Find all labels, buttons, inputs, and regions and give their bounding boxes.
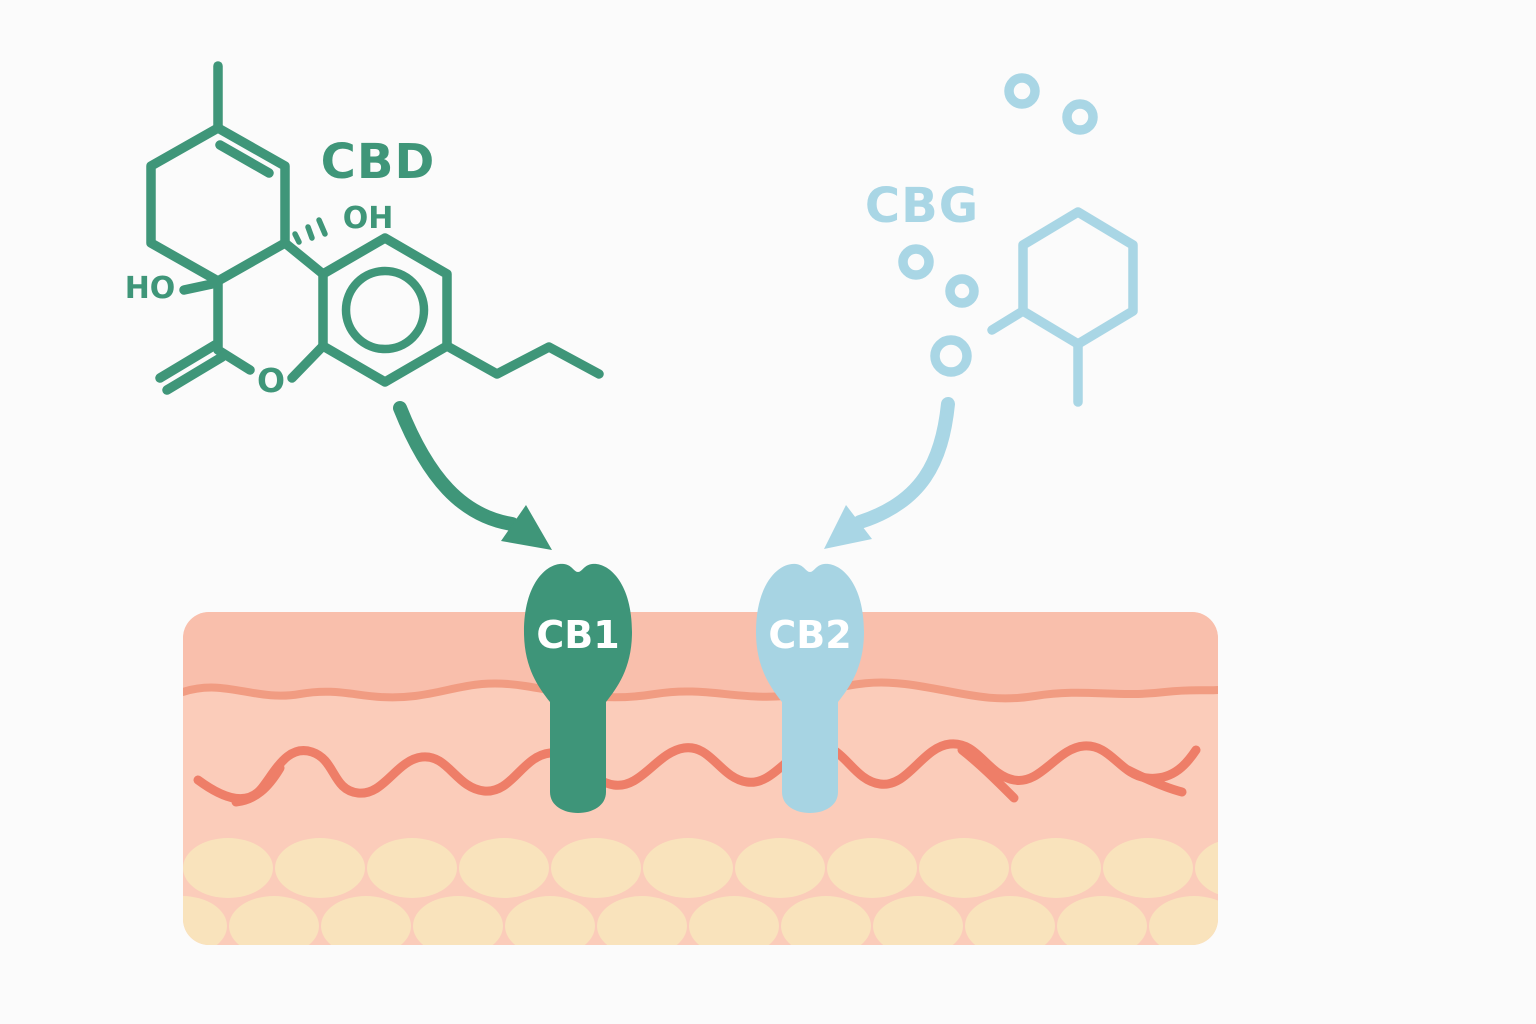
fat-cell [781, 896, 871, 945]
cbg-side-bond [987, 306, 1028, 335]
cbd-methylene-bond [162, 352, 227, 395]
fat-cell [827, 838, 917, 898]
fat-cells-layer [183, 838, 1218, 945]
cbd-central-ring [280, 238, 328, 279]
fat-cell [965, 896, 1055, 945]
cbg-arrow-curve [853, 397, 955, 529]
fat-cell [321, 896, 411, 945]
cbd-to-cb1-arrow [393, 401, 552, 550]
cbd-oh-hash [316, 217, 328, 237]
cb1-receptor: CB1 [524, 563, 632, 813]
fat-cell [1195, 838, 1218, 898]
fat-cell [505, 896, 595, 945]
fat-cell [1011, 838, 1101, 898]
cbg-arrowhead [824, 505, 872, 549]
fat-cell [689, 896, 779, 945]
fat-cell [597, 896, 687, 945]
cbg-bubble [930, 335, 972, 377]
cbg-bubble [898, 244, 934, 280]
fat-cell [413, 896, 503, 945]
cbd-title: CBD [321, 134, 436, 190]
cbg-molecule: CBG [865, 73, 1138, 407]
cbg-bubble [1062, 99, 1098, 135]
fat-cell [873, 896, 963, 945]
cb1-receptor-label: CB1 [536, 613, 619, 657]
cbd-arrowhead [501, 505, 552, 550]
cb1-receptor-shape [524, 563, 632, 813]
fat-cell [919, 838, 1009, 898]
fat-cell [229, 896, 319, 945]
fat-cell [1149, 896, 1218, 945]
blood-vessel [193, 739, 1201, 807]
cbd-methylene-bond [155, 340, 220, 383]
blood-vessel-main [193, 739, 1201, 804]
cbd-propyl-chain [442, 341, 604, 379]
fat-cell [1057, 896, 1147, 945]
cbd-double-bond [215, 140, 274, 178]
cbd-central-ring [213, 276, 255, 375]
cbg-title: CBG [865, 178, 979, 234]
skin-cross-section [183, 612, 1218, 945]
cbd-benzene-ring [318, 233, 452, 387]
fat-cell [275, 838, 365, 898]
epidermis-layer [183, 612, 1218, 699]
cbg-bubble [1004, 73, 1040, 109]
cb2-receptor-label: CB2 [768, 613, 851, 657]
cbd-arrow-curve [393, 401, 519, 531]
cbd-aromatic-circle [341, 266, 429, 354]
epidermis-boundary-line [183, 678, 1218, 703]
cbd-ho-label: HO [125, 271, 176, 306]
cb2-receptor-shape [756, 563, 864, 813]
cbd-central-ring [287, 341, 328, 383]
fat-cell [367, 838, 457, 898]
cbg-bubble [945, 274, 979, 308]
cbd-oh-hash [305, 224, 315, 241]
cbd-o-label: O [257, 361, 285, 400]
blood-vessel-branch [957, 745, 1019, 803]
cbd-oh-label: OH [343, 201, 394, 236]
fat-cell [643, 838, 733, 898]
cbg-ring [1018, 207, 1138, 349]
blood-vessel-branch [1123, 765, 1187, 797]
fat-cell [183, 838, 273, 898]
cbd-left-ring [146, 123, 290, 286]
cbd-ho-bond [179, 279, 217, 295]
cb2-receptor: CB2 [756, 563, 864, 813]
blood-vessel-branch [231, 763, 285, 807]
fat-cell [735, 838, 825, 898]
cbd-oh-hash [292, 231, 302, 245]
fat-cell [459, 838, 549, 898]
fat-cell [551, 838, 641, 898]
fat-cell [1103, 838, 1193, 898]
cbd-molecule: CBD OH HO O [125, 61, 604, 400]
cbg-to-cb2-arrow [824, 397, 955, 549]
fat-cell [183, 896, 227, 945]
